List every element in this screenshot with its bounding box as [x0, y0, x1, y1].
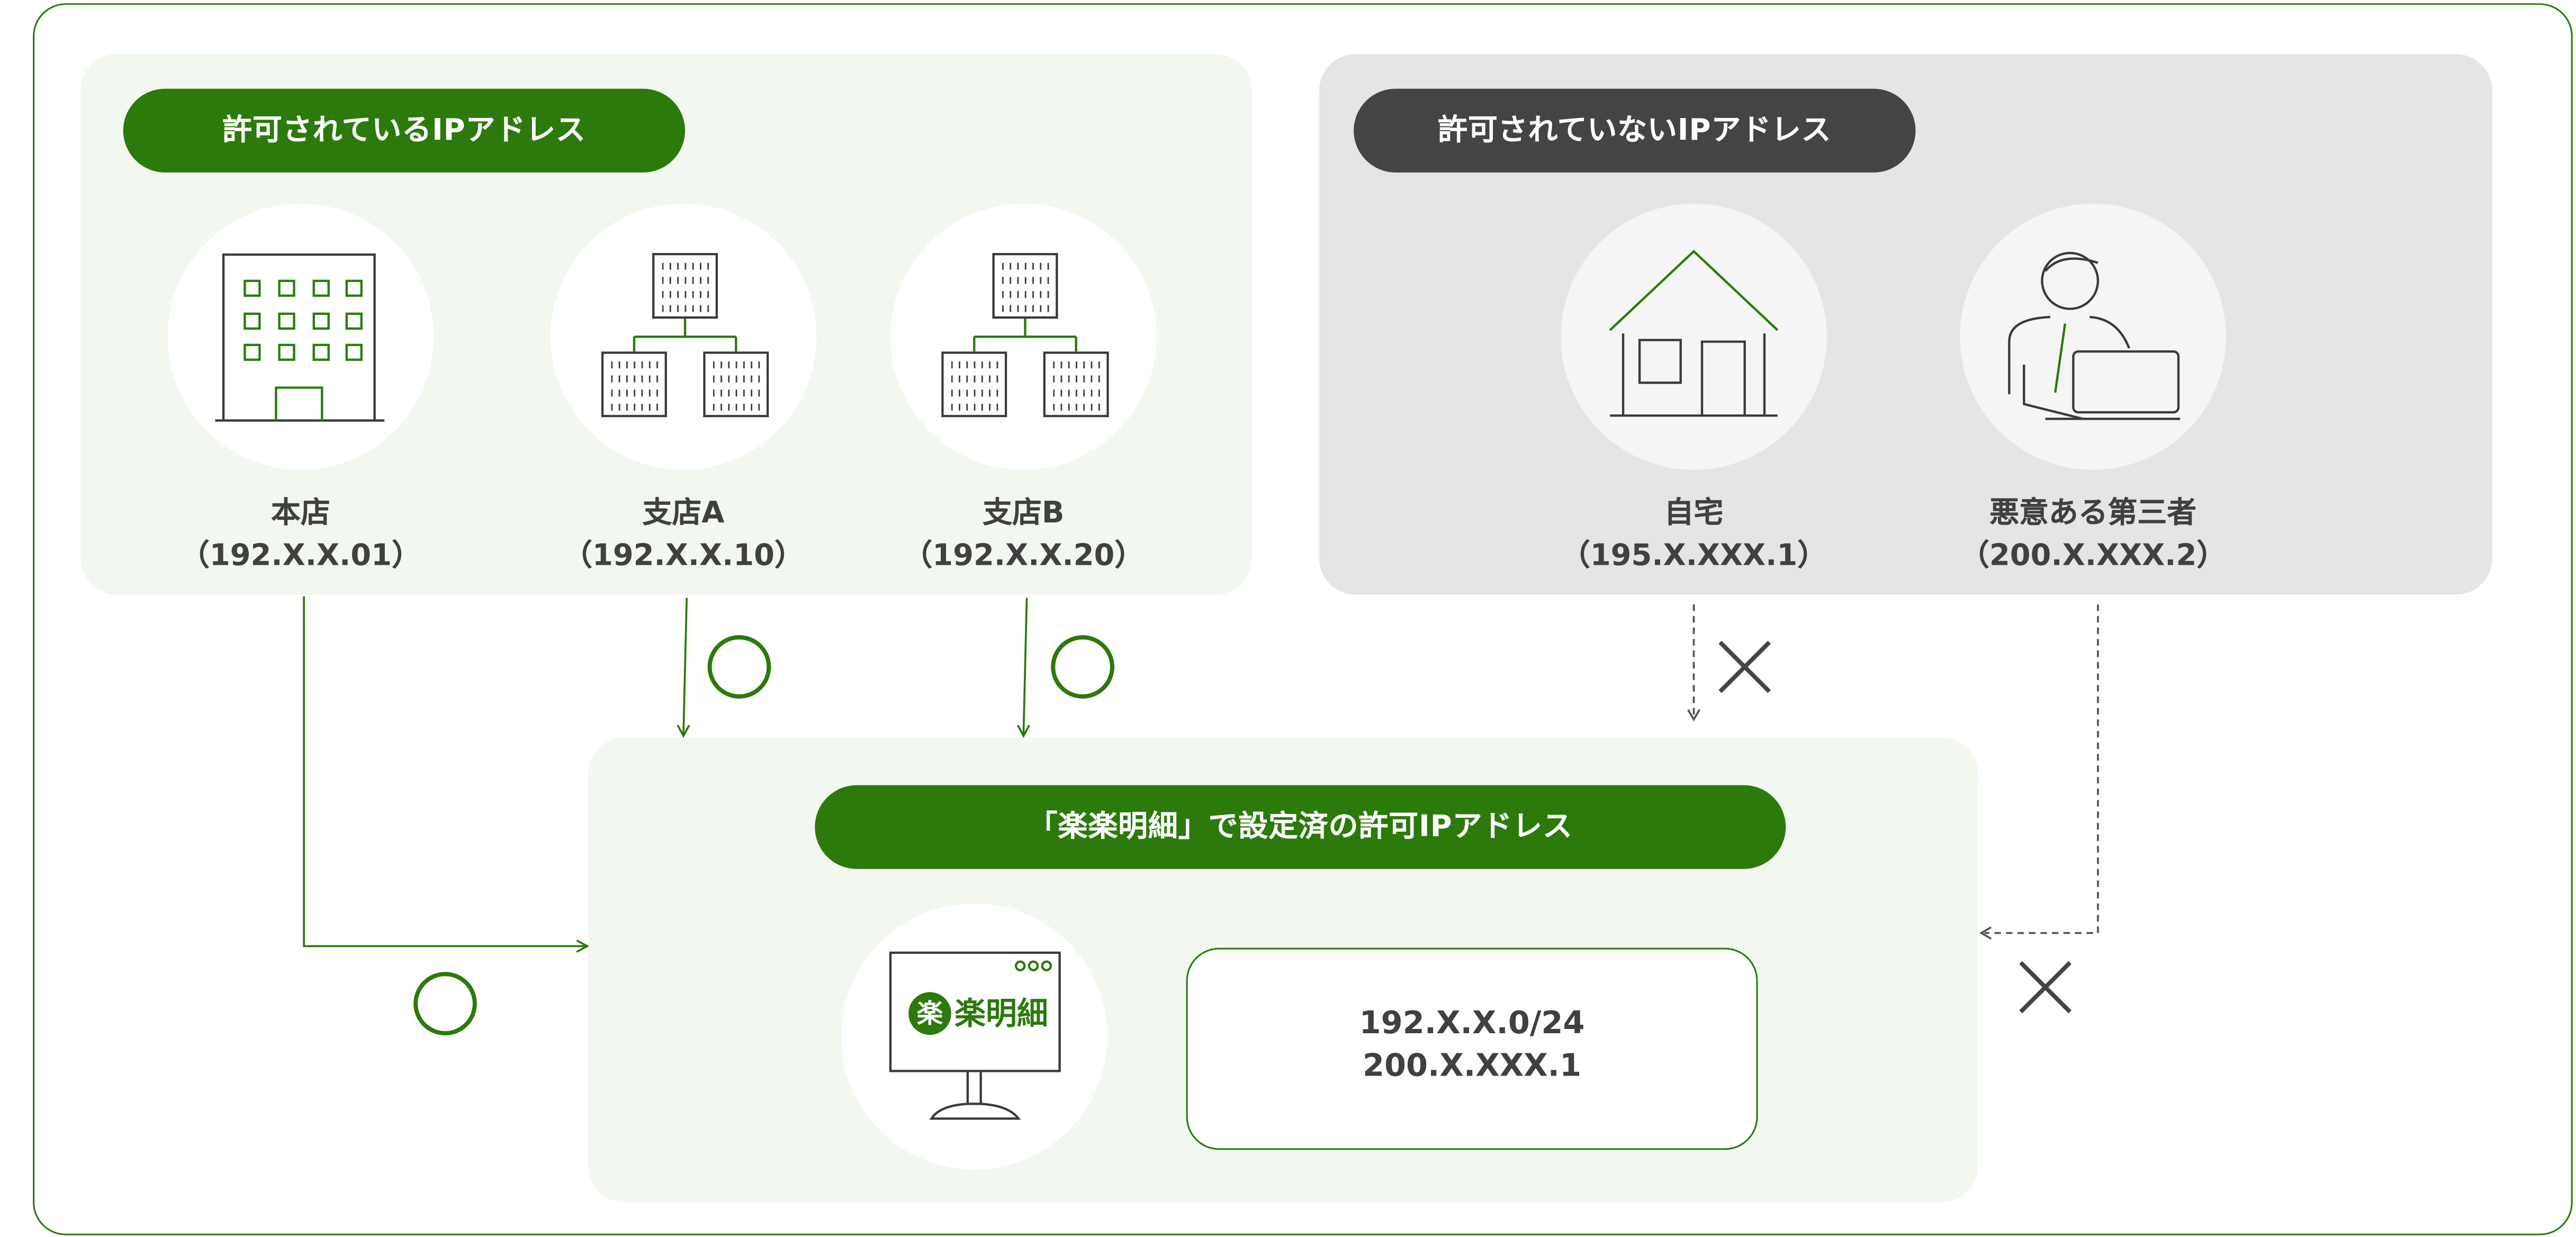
person-hair [2044, 257, 2098, 272]
monitor-neck [966, 1071, 982, 1104]
allowed-panel-title: 許可されているIPアドレス [123, 88, 686, 173]
house-roof [1609, 249, 1779, 331]
allowed-ip-panel: 許可されているIPアドレス [80, 54, 1252, 595]
icon-circle [1960, 203, 2226, 470]
branch-network-icon [551, 204, 817, 470]
logo-mark-circle [908, 992, 951, 1035]
building-windows [244, 279, 363, 361]
location-ip: （192.X.X.01） [179, 538, 421, 574]
person-body [2008, 315, 2130, 420]
server-box-right [704, 353, 768, 416]
location-name: 自宅 [1664, 496, 1724, 531]
location-branch-a: 支店A （192.X.X.10） [519, 203, 848, 582]
icon-circle [890, 203, 1157, 470]
monitor-icon-circle: 楽 楽明細 [841, 903, 1107, 1170]
allowed-ip-entry: 192.X.X.0/24 [1359, 1005, 1585, 1042]
house-window [1638, 339, 1682, 384]
location-name: 本店 [271, 496, 330, 531]
house-walls [1610, 333, 1778, 417]
monitor-screen [889, 951, 1061, 1072]
icon-circle [550, 203, 817, 470]
server-box-top [994, 254, 1057, 318]
logo-mark-char: 楽 [917, 998, 943, 1029]
location-name: 支店B [983, 496, 1065, 531]
server-box-top [653, 254, 717, 318]
network-connector [633, 319, 737, 352]
office-building-icon [215, 253, 385, 422]
service-panel-title: 「楽楽明細」で設定済の許可IPアドレス [815, 785, 1786, 869]
location-branch-b: 支店B （192.X.X.20） [859, 203, 1188, 582]
denied-panel-title: 許可されていないIPアドレス [1354, 88, 1916, 173]
malicious-user-icon [2008, 251, 2181, 420]
location-name: 悪意ある第三者 [1989, 496, 2197, 531]
location-name: 支店A [642, 496, 725, 531]
laptop-screen [2072, 350, 2180, 414]
person-tie [2054, 323, 2067, 393]
service-allowed-ip-panel: 「楽楽明細」で設定済の許可IPアドレス 楽 楽明細 192.X.X.0/24 2… [588, 737, 1978, 1203]
server-box-right [1044, 353, 1108, 416]
building-door [275, 386, 323, 421]
house-icon [1609, 249, 1779, 417]
location-ip: （192.X.X.20） [903, 538, 1145, 574]
allowed-ip-entry: 200.X.XXX.1 [1362, 1048, 1582, 1085]
window-dot [1014, 960, 1026, 971]
outer-frame [33, 3, 2573, 1235]
house-door [1700, 340, 1746, 416]
server-box-left [602, 353, 666, 416]
location-ip: （195.X.XXX.1） [1560, 538, 1827, 574]
server-box-left [942, 353, 1006, 416]
building-outline [222, 253, 376, 421]
monitor-base [929, 1103, 1021, 1120]
window-dot [1028, 960, 1039, 971]
service-logo: 楽 楽明細 [908, 992, 1048, 1035]
icon-circle [167, 203, 434, 470]
allowed-ip-list-box: 192.X.X.0/24 200.X.XXX.1 [1186, 947, 1758, 1150]
monitor-icon: 楽 楽明細 [889, 951, 1061, 1120]
location-honten: 本店 （192.X.X.01） [137, 203, 465, 582]
location-home: 自宅 （195.X.XXX.1） [1529, 203, 1858, 582]
denied-ip-panel: 許可されていないIPアドレス 自宅 （195.X.XXX.1） [1319, 54, 2492, 595]
location-ip: （200.X.XXX.2） [1960, 538, 2227, 574]
branch-network-icon [890, 204, 1157, 470]
location-ip: （192.X.X.10） [563, 538, 804, 574]
person-head [2041, 251, 2100, 310]
icon-circle [1561, 203, 1827, 470]
logo-wordmark-text: 楽明細 [954, 995, 1048, 1032]
window-dot [1041, 960, 1052, 971]
network-connector [973, 319, 1077, 352]
location-malicious-third-party: 悪意ある第三者 （200.X.XXX.2） [1929, 203, 2257, 582]
